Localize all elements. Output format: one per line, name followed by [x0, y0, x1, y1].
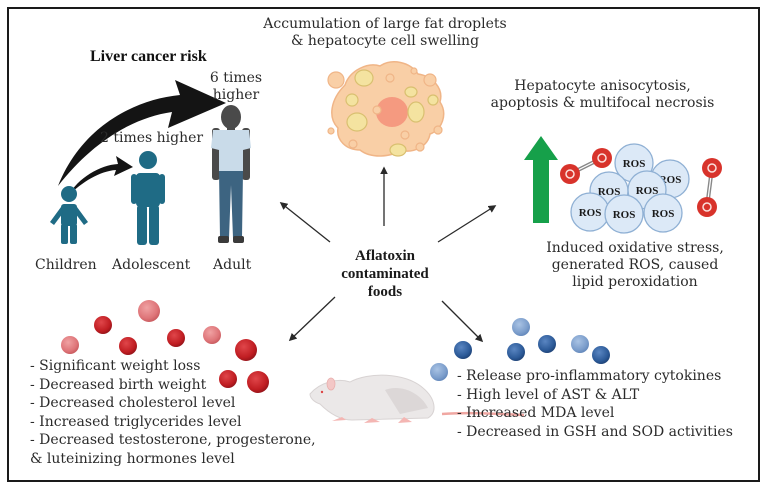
red-cell-icon [61, 336, 79, 354]
blue-cell-icon [430, 363, 448, 381]
list-item: - Release pro-inflammatory cytokines [457, 368, 722, 384]
red-cell-icon [203, 326, 221, 344]
fat-line1: Accumulation of large fat droplets [263, 16, 507, 32]
group-label-children: Children [35, 257, 97, 273]
adult-risk-line1: 6 times [209, 70, 263, 86]
liver-cancer-title: Liver cancer risk [90, 48, 207, 65]
oxidative-stress-label: Induced oxidative stress, generated ROS,… [530, 240, 740, 291]
oxygen-molecule-icon [697, 158, 722, 217]
red-cell-icon [119, 337, 137, 355]
list-item: - Increased MDA level [457, 405, 615, 421]
ros-bubble: ROS [604, 194, 644, 234]
ros-label: ROS [652, 208, 675, 220]
necrosis-label: Hepatocyte anisocytosis, apoptosis & mul… [470, 78, 735, 112]
list-item: - High level of AST & ALT [457, 386, 640, 403]
center-line1: Aflatoxin [355, 248, 415, 264]
list-item: - Significant weight loss [30, 358, 201, 374]
blood-effects-list: - Significant weight loss - Decreased bi… [30, 357, 316, 468]
oxidative-line3: lipid peroxidation [572, 274, 698, 290]
ros-label: ROS [613, 209, 636, 221]
ros-bubble: ROS [643, 193, 683, 233]
oxidative-line2: generated ROS, caused [551, 257, 719, 273]
arrow-to-blood-effects [288, 296, 336, 342]
blue-cell-icon [592, 346, 610, 364]
group-label-adolescent: Adolescent [112, 257, 191, 273]
necrosis-line1: Hepatocyte anisocytosis, [514, 78, 691, 94]
rat-icon [309, 374, 525, 423]
list-item: - Decreased birth weight [30, 376, 207, 393]
fat-accumulation-label: Accumulation of large fat droplets & hep… [240, 16, 530, 50]
fat-line2: & hepatocyte cell swelling [290, 33, 480, 49]
arrow-to-cancer-risk [279, 202, 331, 243]
red-cell-icon [94, 316, 112, 334]
swollen-hepatocyte-icon [327, 61, 445, 157]
blue-cell-cluster [430, 318, 610, 381]
blue-cell-icon [512, 318, 530, 336]
adolescent-figure-icon [131, 151, 165, 245]
increase-arrow-icon [524, 136, 558, 223]
center-arrows [279, 166, 497, 343]
list-item: - Decreased cholesterol level [30, 395, 236, 411]
red-cell-icon [138, 300, 160, 322]
red-cell-icon [167, 329, 185, 347]
oxygen-molecule-icon [560, 148, 612, 184]
center-line3: foods [367, 284, 403, 300]
ros-label: ROS [579, 207, 602, 219]
red-cell-icon [219, 370, 237, 388]
adult-risk-label: 6 times higher [208, 70, 264, 104]
necrosis-line2: apoptosis & multifocal necrosis [490, 95, 715, 111]
blue-cell-icon [507, 343, 525, 361]
large-risk-arrow-icon [58, 80, 226, 186]
child-figure-icon [50, 186, 88, 244]
list-item: - Increased triglycerides level [30, 413, 242, 430]
blue-cell-icon [454, 341, 472, 359]
small-risk-arrow-icon [68, 156, 133, 196]
list-item: & luteinizing hormones level [30, 450, 235, 467]
arrow-to-liver-effects [441, 300, 484, 343]
liver-effects-list: - Release pro-inflammatory cytokines - H… [457, 367, 733, 441]
arrow-to-oxidative-stress [437, 205, 497, 243]
red-cell-icon [235, 339, 257, 361]
red-cell-icon [247, 371, 269, 393]
adult-figure-icon [211, 105, 251, 243]
blue-cell-icon [538, 335, 556, 353]
center-label: Aflatoxin contaminated foods [330, 247, 440, 301]
list-item: - Decreased in GSH and SOD activities [457, 423, 733, 440]
group-label-adult: Adult [213, 257, 252, 273]
ros-label: ROS [636, 185, 659, 197]
adolescent-risk-label: 2 times higher [100, 130, 204, 146]
ros-label: ROS [598, 186, 621, 198]
ros-label: ROS [623, 158, 646, 170]
center-line2: contaminated [341, 266, 429, 282]
adult-risk-line2: higher [212, 87, 260, 103]
red-cell-cluster [61, 300, 269, 393]
list-item: - Decreased testosterone, progesterone, [30, 432, 316, 448]
oxidative-line1: Induced oxidative stress, [546, 240, 724, 256]
blue-cell-icon [571, 335, 589, 353]
diagram-frame [7, 7, 760, 482]
ros-bubble: ROS [570, 192, 610, 232]
